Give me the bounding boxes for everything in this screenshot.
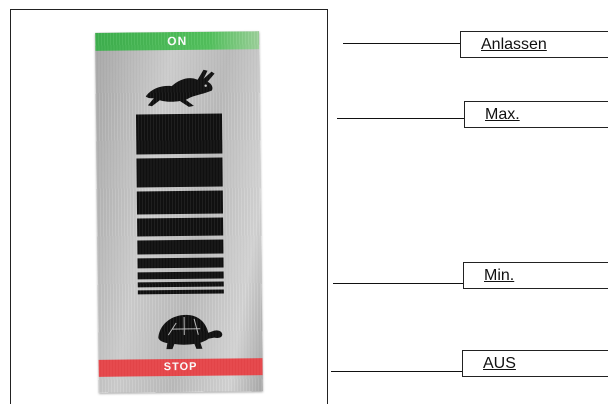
- hare-icon: [145, 69, 215, 107]
- photo-frame: ON STOP: [10, 9, 328, 404]
- speed-bar: [137, 239, 224, 255]
- throttle-plate: ON STOP: [95, 31, 263, 393]
- label-min: Min.: [463, 262, 608, 289]
- speed-bar: [137, 271, 224, 280]
- on-band: ON: [95, 31, 260, 51]
- turtle-icon: [158, 314, 223, 350]
- speed-bar: [135, 113, 223, 155]
- leader-line-start: [343, 43, 460, 44]
- label-start: Anlassen: [460, 31, 608, 58]
- speed-bar: [137, 217, 224, 237]
- label-off: AUS: [462, 350, 608, 377]
- speed-bar: [137, 289, 224, 295]
- leader-line-off: [331, 371, 462, 372]
- speed-bar: [137, 257, 224, 269]
- leader-line-max: [337, 118, 464, 119]
- speed-bar: [136, 157, 223, 188]
- speed-bar: [136, 190, 224, 215]
- label-max: Max.: [464, 101, 608, 128]
- leader-line-min: [333, 283, 463, 284]
- stop-band: STOP: [98, 358, 263, 377]
- speed-bar: [137, 281, 224, 288]
- speed-scale: [135, 113, 224, 295]
